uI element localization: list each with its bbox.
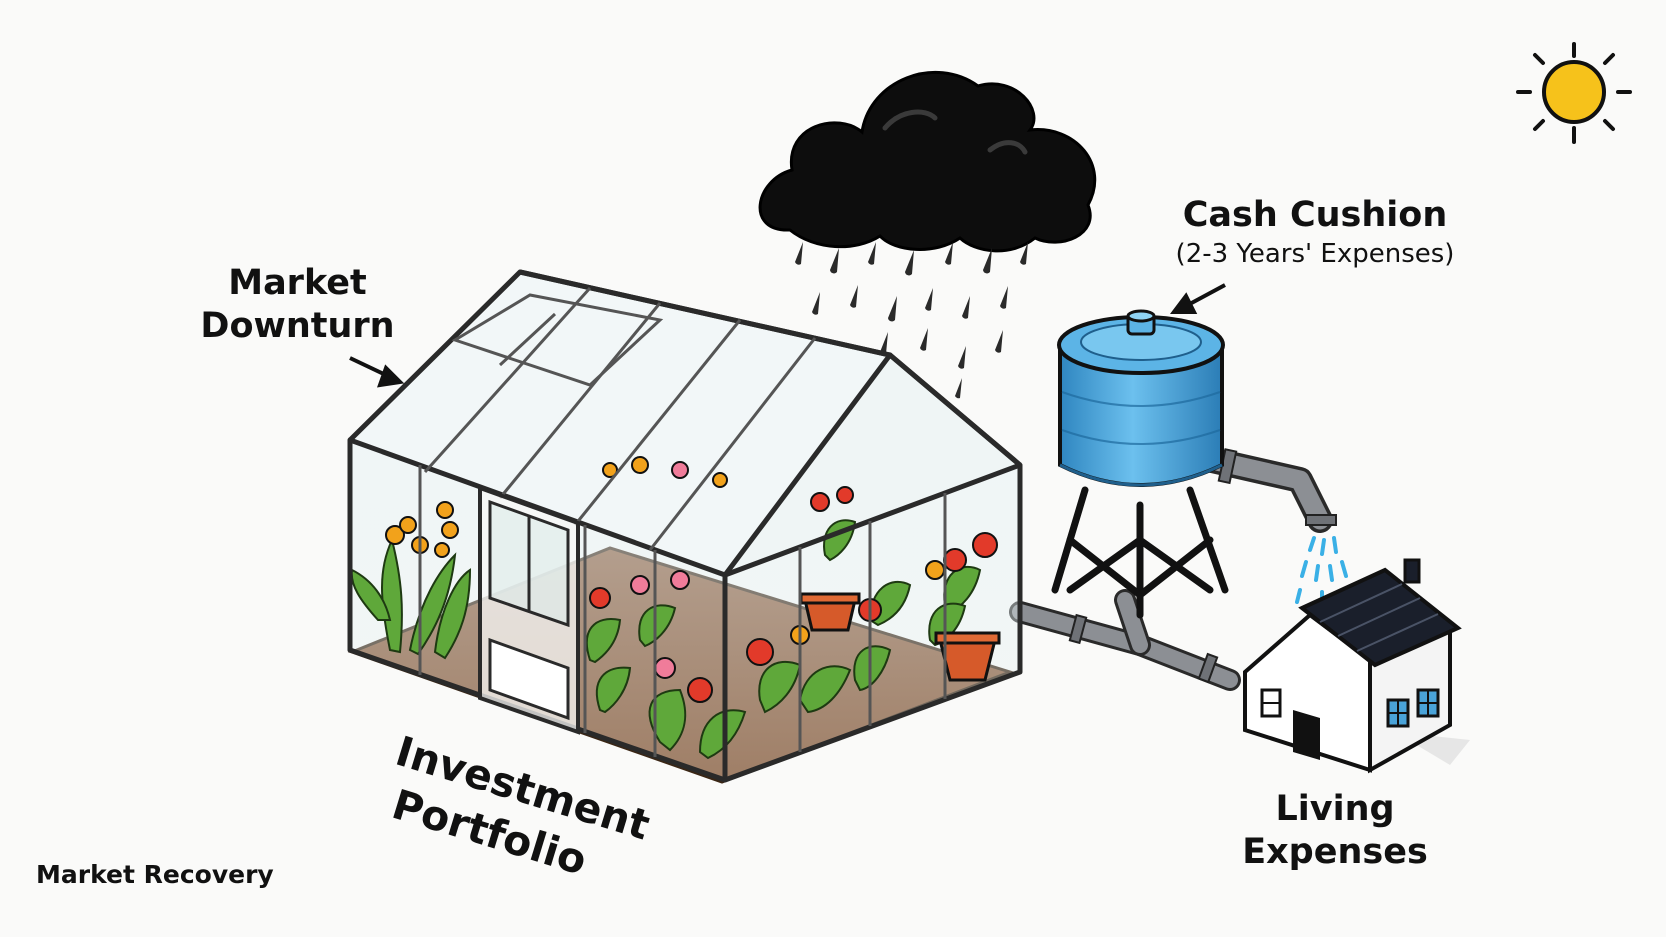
house-icon — [1243, 558, 1470, 774]
label-market-recovery: Market Recovery — [36, 860, 274, 889]
label-market-downturn: Market Downturn — [200, 262, 395, 348]
storm-cloud-icon — [758, 70, 1097, 253]
label-living-expenses: Living Expenses — [1225, 788, 1445, 874]
greenhouse-door — [478, 485, 580, 735]
label-market-downturn-line2: Downturn — [200, 306, 395, 346]
label-cash-cushion-title: Cash Cushion — [1182, 195, 1448, 235]
rain-icon — [795, 242, 1028, 399]
plants-front — [350, 456, 1001, 760]
greenhouse-icon — [347, 269, 1023, 784]
label-market-downturn-line1: Market — [228, 263, 367, 303]
label-living-line1: Living — [1275, 789, 1395, 829]
sun-icon — [1516, 42, 1632, 144]
label-living-line2: Expenses — [1242, 832, 1428, 872]
label-cash-cushion: Cash Cushion (2-3 Years' Expenses) — [1150, 193, 1480, 271]
water-tower-icon — [1051, 309, 1229, 619]
arrow-cash-cushion — [1170, 283, 1226, 314]
arrow-market-downturn — [349, 356, 405, 388]
pipe-icon — [1009, 442, 1337, 691]
label-cash-cushion-subtitle: (2-3 Years' Expenses) — [1175, 239, 1455, 269]
